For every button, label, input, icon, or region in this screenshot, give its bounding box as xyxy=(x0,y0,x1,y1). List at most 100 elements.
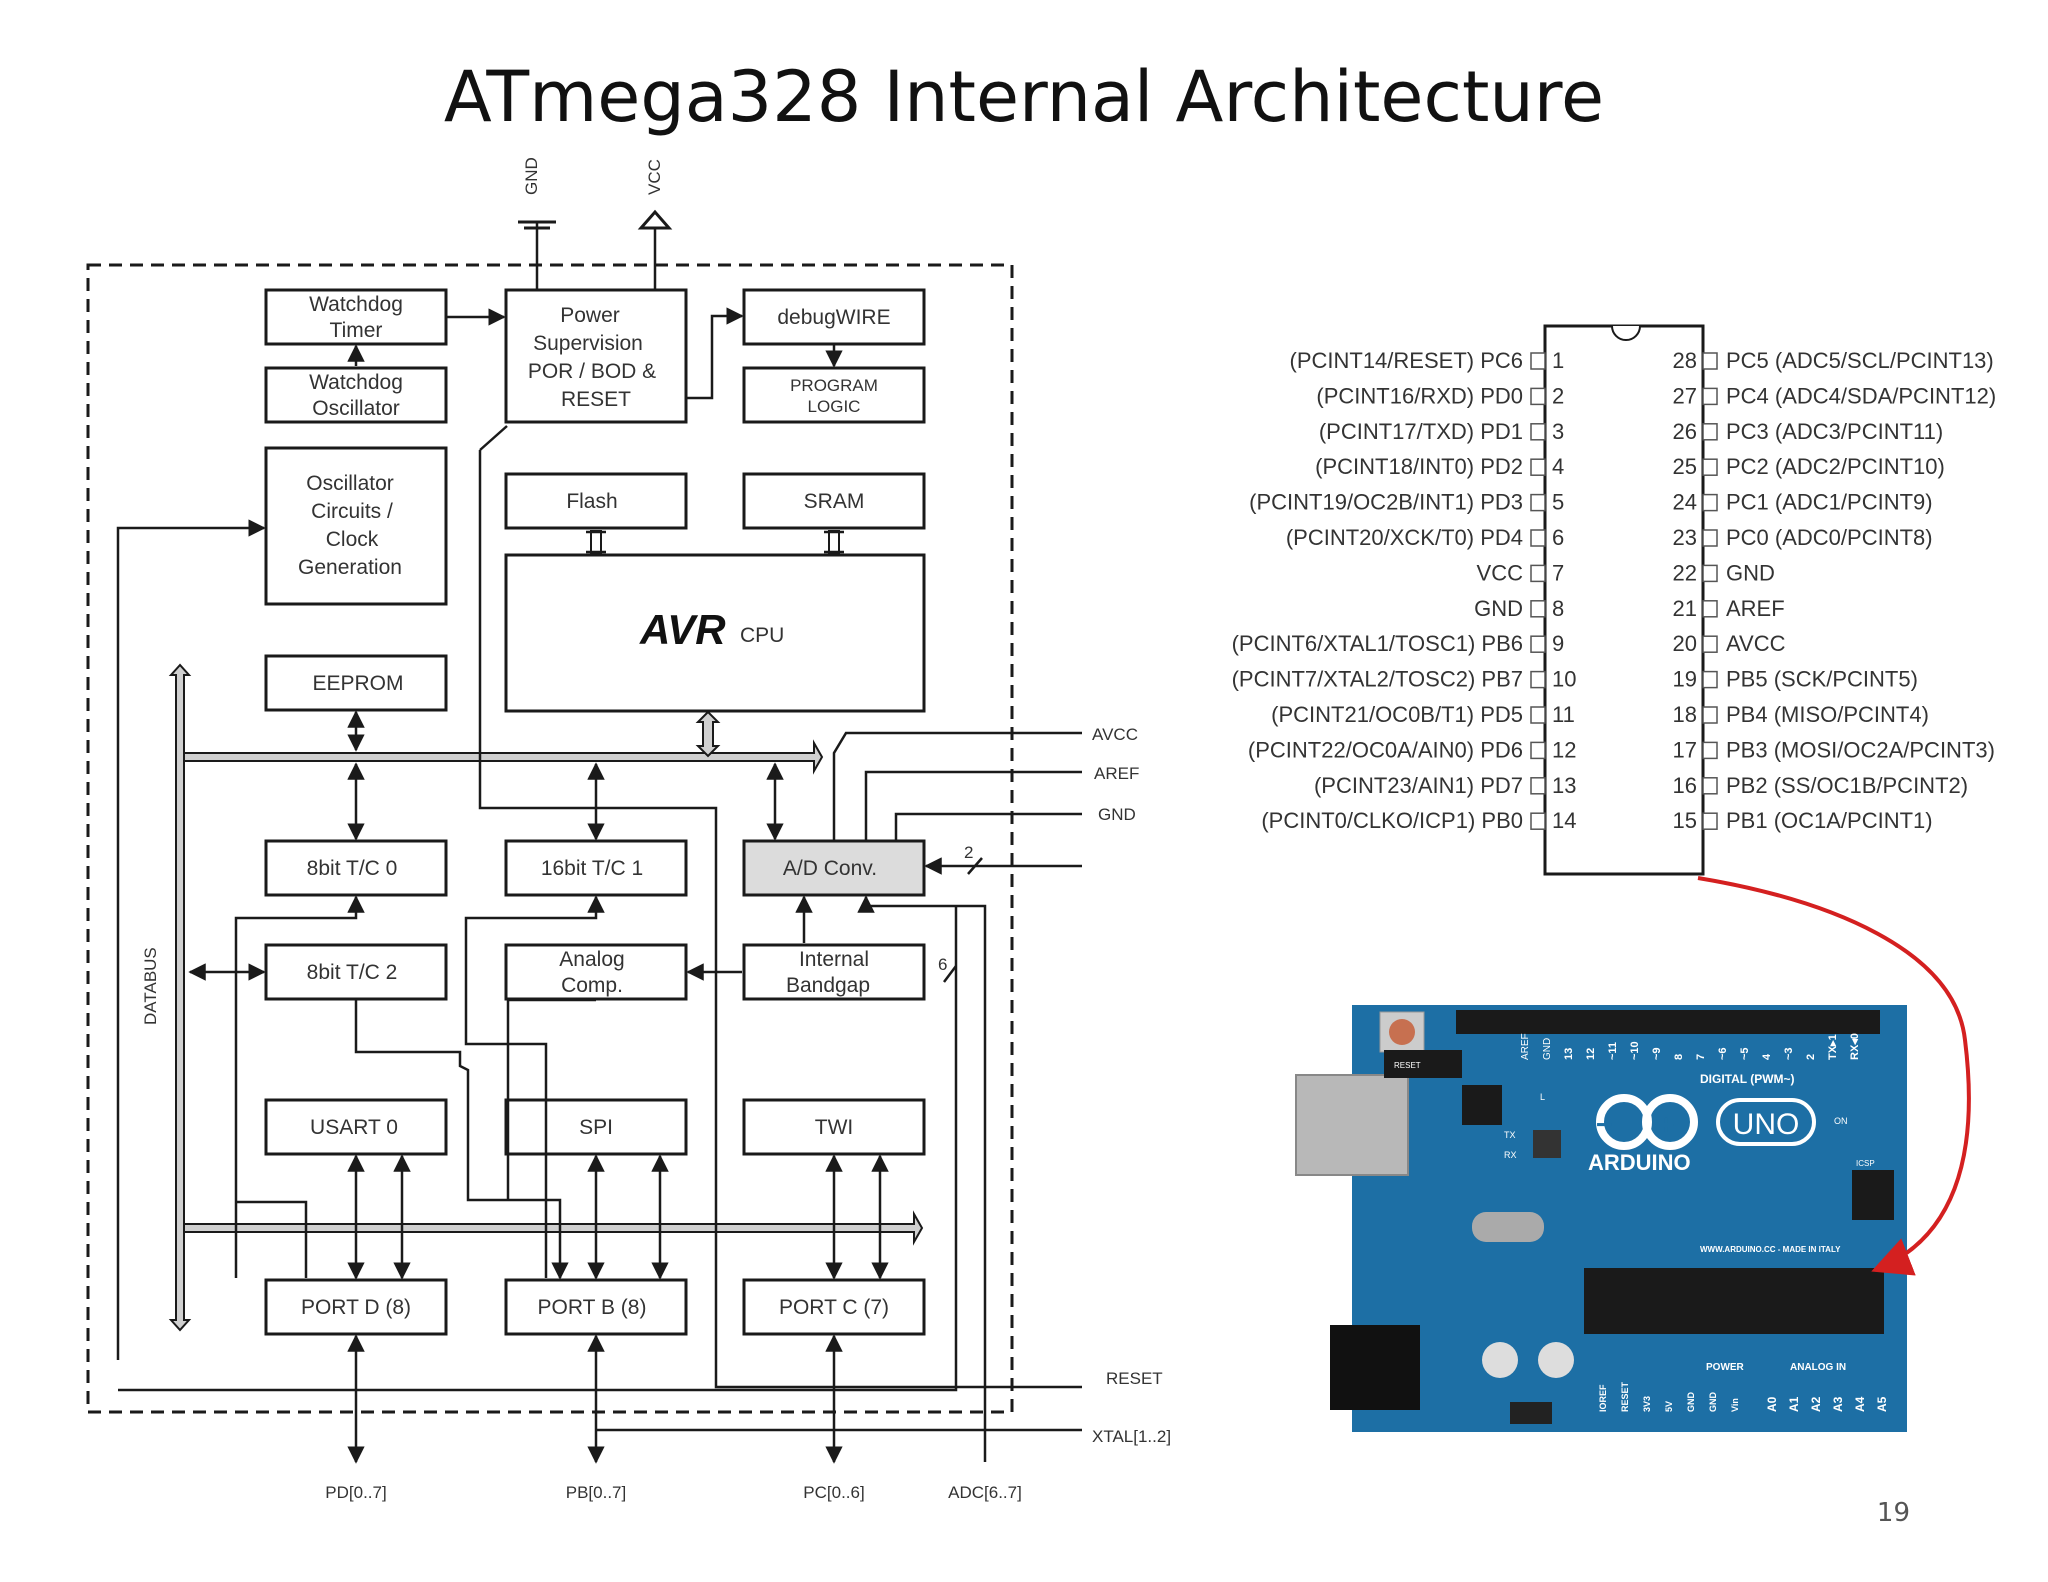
xtal-signal-label: XTAL[1..2] xyxy=(1092,1427,1171,1446)
pin-label: (PCINT23/AIN1) PD7 xyxy=(1314,773,1523,798)
pin-number: 10 xyxy=(1552,667,1576,692)
pin-label: AREF xyxy=(1726,596,1785,621)
power-line4: RESET xyxy=(561,388,631,411)
pin-square xyxy=(1702,670,1718,689)
gnd-supply: GND xyxy=(518,157,556,290)
watchdog-timer-line1: Watchdog xyxy=(309,293,403,316)
port-d-label: PORT D (8) xyxy=(301,1296,411,1319)
pin-label: (PCINT22/OC0A/AIN0) PD6 xyxy=(1248,737,1523,762)
avr-logo: AVR xyxy=(639,606,726,653)
pin-square xyxy=(1530,600,1546,618)
tc1-block: 16bit T/C 1 xyxy=(504,839,688,897)
pin-number: 13 xyxy=(1552,773,1576,798)
slide-title: ATmega328 Internal Architecture xyxy=(443,56,1605,138)
pin-label: (PCINT16/RXD) PD0 xyxy=(1316,383,1523,408)
pin-number: 28 xyxy=(1673,348,1697,373)
tc0-block: 8bit T/C 0 xyxy=(264,839,448,897)
flash-label: Flash xyxy=(566,490,617,513)
digital-pin-label: ~9 xyxy=(1651,1047,1663,1060)
program-logic-line2: LOGIC xyxy=(808,397,861,416)
oscillator-line1: Oscillator xyxy=(306,472,394,495)
analog-pin-label: A4 xyxy=(1853,1396,1867,1412)
pin-square xyxy=(1702,423,1718,441)
pin-square xyxy=(1530,423,1546,441)
digital-pin-label: ~11 xyxy=(1607,1042,1619,1060)
tx-led-label: TX xyxy=(1504,1130,1516,1140)
pin-label: PC2 (ADC2/PCINT10) xyxy=(1726,454,1945,479)
chip-boundary xyxy=(86,263,1014,1414)
power-pin-label: 3V3 xyxy=(1642,1396,1652,1412)
pin-number: 11 xyxy=(1552,702,1575,727)
pin-square xyxy=(1702,741,1718,760)
pin-label: GND xyxy=(1474,596,1523,621)
port-b-label: PORT B (8) xyxy=(538,1296,647,1319)
pin-number: 3 xyxy=(1552,419,1564,444)
vcc-label: VCC xyxy=(645,159,664,195)
tc2-label: 8bit T/C 2 xyxy=(307,961,398,984)
pin-number: 2 xyxy=(1552,383,1564,408)
port-c-block: PORT C (7) xyxy=(742,1278,926,1336)
eeprom-label: EEPROM xyxy=(312,672,403,695)
pin-square xyxy=(1530,493,1546,512)
board-plus-glyph: + xyxy=(1658,1109,1674,1140)
analog-comp-line1: Analog xyxy=(559,948,624,971)
vcc-supply: VCC xyxy=(637,159,673,290)
pin-square xyxy=(1530,635,1546,653)
cpu-bus-link xyxy=(695,710,721,758)
flash-cpu-link xyxy=(586,530,606,554)
pin-square xyxy=(1702,635,1718,653)
pin-number: 26 xyxy=(1673,419,1697,444)
power-pin-label: GND xyxy=(1686,1392,1696,1413)
digital-pin-label: 8 xyxy=(1673,1054,1685,1060)
aref-pin-label: AREF xyxy=(1520,1033,1531,1060)
reset-silk: RESET xyxy=(1394,1061,1421,1070)
digital-pin-label: 13 xyxy=(1563,1048,1575,1060)
pin-square xyxy=(1702,564,1718,583)
usb-connector xyxy=(1295,1074,1409,1176)
analog-in-label: ANALOG IN xyxy=(1790,1362,1846,1373)
power-supervision-block: Power Supervision POR / BOD & RESET xyxy=(504,288,688,424)
pin-number: 4 xyxy=(1552,454,1564,479)
ic-package xyxy=(1543,324,1705,876)
gnd-label: GND xyxy=(522,157,541,195)
pin-label: PC4 (ADC4/SDA/PCINT12) xyxy=(1726,383,1996,408)
pin-label: PB2 (SS/OC1B/PCINT2) xyxy=(1726,773,1968,798)
twi-block: TWI xyxy=(742,1098,926,1156)
pin-label: PC1 (ADC1/PCINT9) xyxy=(1726,490,1933,515)
rx-led-label: RX xyxy=(1504,1150,1517,1160)
pin-number: 23 xyxy=(1673,525,1697,550)
pin-square xyxy=(1530,777,1546,795)
port-b-block: PORT B (8) xyxy=(504,1278,688,1336)
pin-square xyxy=(1702,706,1718,724)
pin-square xyxy=(1702,777,1718,795)
watchdog-osc-line1: Watchdog xyxy=(309,371,403,394)
pin-label: PB4 (MISO/PCINT4) xyxy=(1726,702,1929,727)
aref-signal-label: AREF xyxy=(1094,764,1139,783)
analog-pin-label: A1 xyxy=(1787,1396,1801,1412)
pd-label: PD[0..7] xyxy=(325,1483,386,1502)
twi-label: TWI xyxy=(815,1116,853,1139)
bandgap-block: Internal Bandgap xyxy=(742,943,926,1001)
pin-label: PB3 (MOSI/OC2A/PCINT3) xyxy=(1726,737,1995,762)
pin-number: 6 xyxy=(1552,525,1564,550)
oscillator-line2: Circuits / xyxy=(311,500,393,523)
sram-block: SRAM xyxy=(742,472,926,530)
pin-number: 14 xyxy=(1552,808,1576,833)
avcc-signal-label: AVCC xyxy=(1092,725,1138,744)
board-minus-glyph: − xyxy=(1596,1109,1612,1140)
pin-number: 20 xyxy=(1673,631,1697,656)
pin-number: 21 xyxy=(1673,596,1697,621)
pin-number: 16 xyxy=(1673,773,1697,798)
power-pin-label: 5V xyxy=(1664,1401,1674,1412)
gnd-signal-label: GND xyxy=(1098,805,1136,824)
pin-number: 22 xyxy=(1673,560,1697,585)
port-d-block: PORT D (8) xyxy=(264,1278,448,1336)
eeprom-block: EEPROM xyxy=(264,654,448,712)
reset-signal-label: RESET xyxy=(1106,1369,1163,1388)
pin-label: VCC xyxy=(1477,560,1524,585)
pin-square xyxy=(1530,352,1546,370)
program-logic-line1: PROGRAM xyxy=(790,376,878,395)
pin-square xyxy=(1530,529,1546,547)
